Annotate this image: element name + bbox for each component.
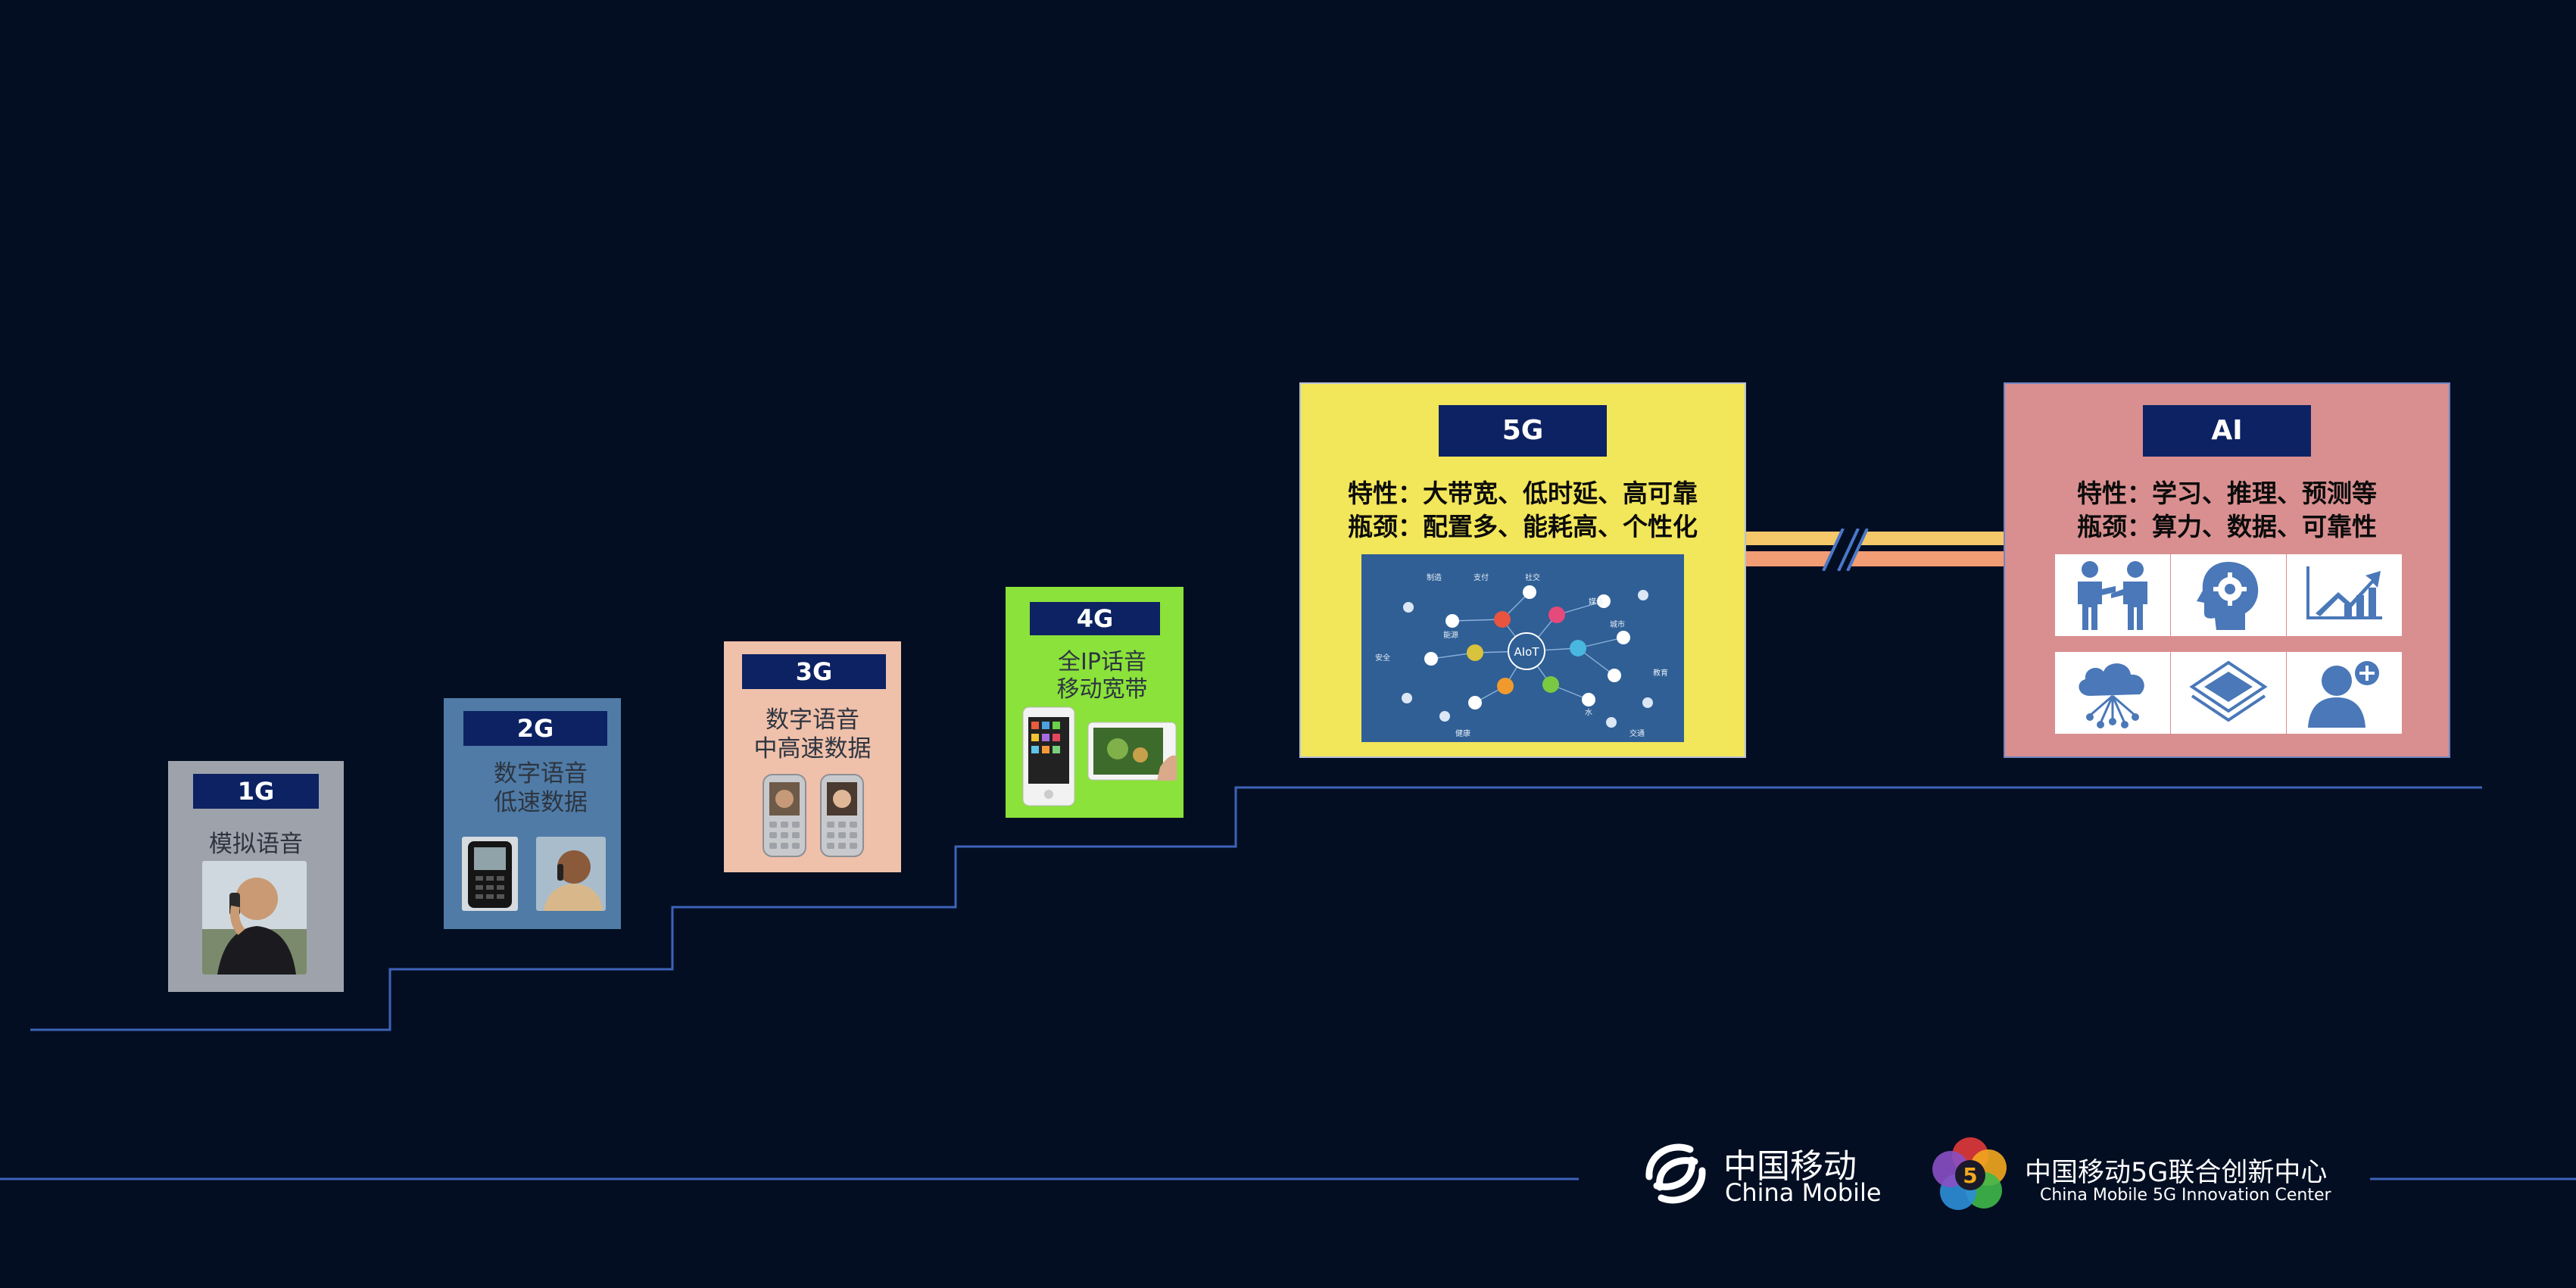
card-4g: 4G 全IP话音 移动宽带 <box>1006 587 1184 818</box>
gen-label-2g: 2G <box>463 711 607 746</box>
photo-3g-phone-man <box>762 773 807 858</box>
aiot-node-label: 制造 <box>1427 572 1442 582</box>
china-mobile-logo <box>1634 1136 1717 1212</box>
photo-2g-phone <box>462 837 518 911</box>
desc-1g-line1: 模拟语音 <box>168 825 344 859</box>
card-ai: AI 特性：学习、推理、预测等 瓶颈：算力、数据、可靠性 <box>2004 382 2450 758</box>
chip-layers-icon <box>2171 652 2286 734</box>
aiot-node-label: 安全 <box>1375 653 1390 663</box>
aiot-node-label: 支付 <box>1474 572 1489 582</box>
gen-label-4g: 4G <box>1030 602 1160 635</box>
logo-5g-mark: 5 <box>1963 1163 1977 1188</box>
photo-2g-man <box>536 837 606 911</box>
card-1g: 1G 模拟语音 <box>168 761 344 992</box>
gen-label-5g: 5G <box>1439 405 1607 457</box>
connector-band <box>1746 529 2004 571</box>
photo-4g-smartphone <box>1022 706 1075 806</box>
aiot-node-label: 城市 <box>1610 619 1625 629</box>
aiot-center-label: AIoT <box>1514 645 1539 659</box>
innovation-center-logo: 5 <box>1929 1133 2011 1215</box>
gen-label-1g: 1G <box>193 774 319 809</box>
aiot-node-label: 教育 <box>1653 668 1668 678</box>
aiot-node-label: 交通 <box>1629 728 1645 738</box>
gen-label-3g: 3G <box>742 654 886 689</box>
people-meeting-icon <box>2055 554 2170 636</box>
bottleneck-ai: 瓶颈：算力、数据、可靠性 <box>2005 507 2449 543</box>
feature-ai: 特性：学习、推理、预测等 <box>2005 473 2449 510</box>
innovation-center-cn: 中国移动5G联合创新中心 <box>2025 1151 2327 1190</box>
aiot-node-label: 社交 <box>1525 572 1540 582</box>
aiot-diagram: AIoT 制造 支付 社交 媒体 <box>1361 554 1684 742</box>
feature-5g: 特性：大带宽、低时延、高可靠 <box>1301 473 1745 510</box>
china-mobile-en: China Mobile <box>1725 1178 1882 1207</box>
card-3g: 3G 数字语音 中高速数据 <box>724 641 901 872</box>
photo-4g-tablet-hand <box>1087 722 1177 781</box>
gen-label-ai: AI <box>2143 405 2311 457</box>
desc-3g-line2: 中高速数据 <box>724 729 901 763</box>
aiot-node-label: 媒体 <box>1589 597 1604 607</box>
aiot-node-label: 水 <box>1585 708 1592 717</box>
growth-chart-icon <box>2287 554 2402 636</box>
innovation-center-en: China Mobile 5G Innovation Center <box>2040 1186 2331 1205</box>
head-gear-icon <box>2171 554 2286 636</box>
aiot-node-label: 健康 <box>1455 728 1470 738</box>
bottleneck-5g: 瓶颈：配置多、能耗高、个性化 <box>1301 507 1745 543</box>
desc-2g-line2: 低速数据 <box>460 783 621 817</box>
cloud-network-icon <box>2055 652 2170 734</box>
user-add-icon <box>2287 652 2402 734</box>
aiot-node-label: 能源 <box>1443 630 1458 640</box>
photo-1g-man-phone <box>202 861 307 975</box>
card-5g: 5G 特性：大带宽、低时延、高可靠 瓶颈：配置多、能耗高、个性化 AIoT <box>1299 382 1746 758</box>
card-2g: 2G 数字语音 低速数据 <box>444 698 621 929</box>
desc-4g-line2: 移动宽带 <box>1021 670 1184 703</box>
photo-3g-phone-woman <box>819 773 865 858</box>
